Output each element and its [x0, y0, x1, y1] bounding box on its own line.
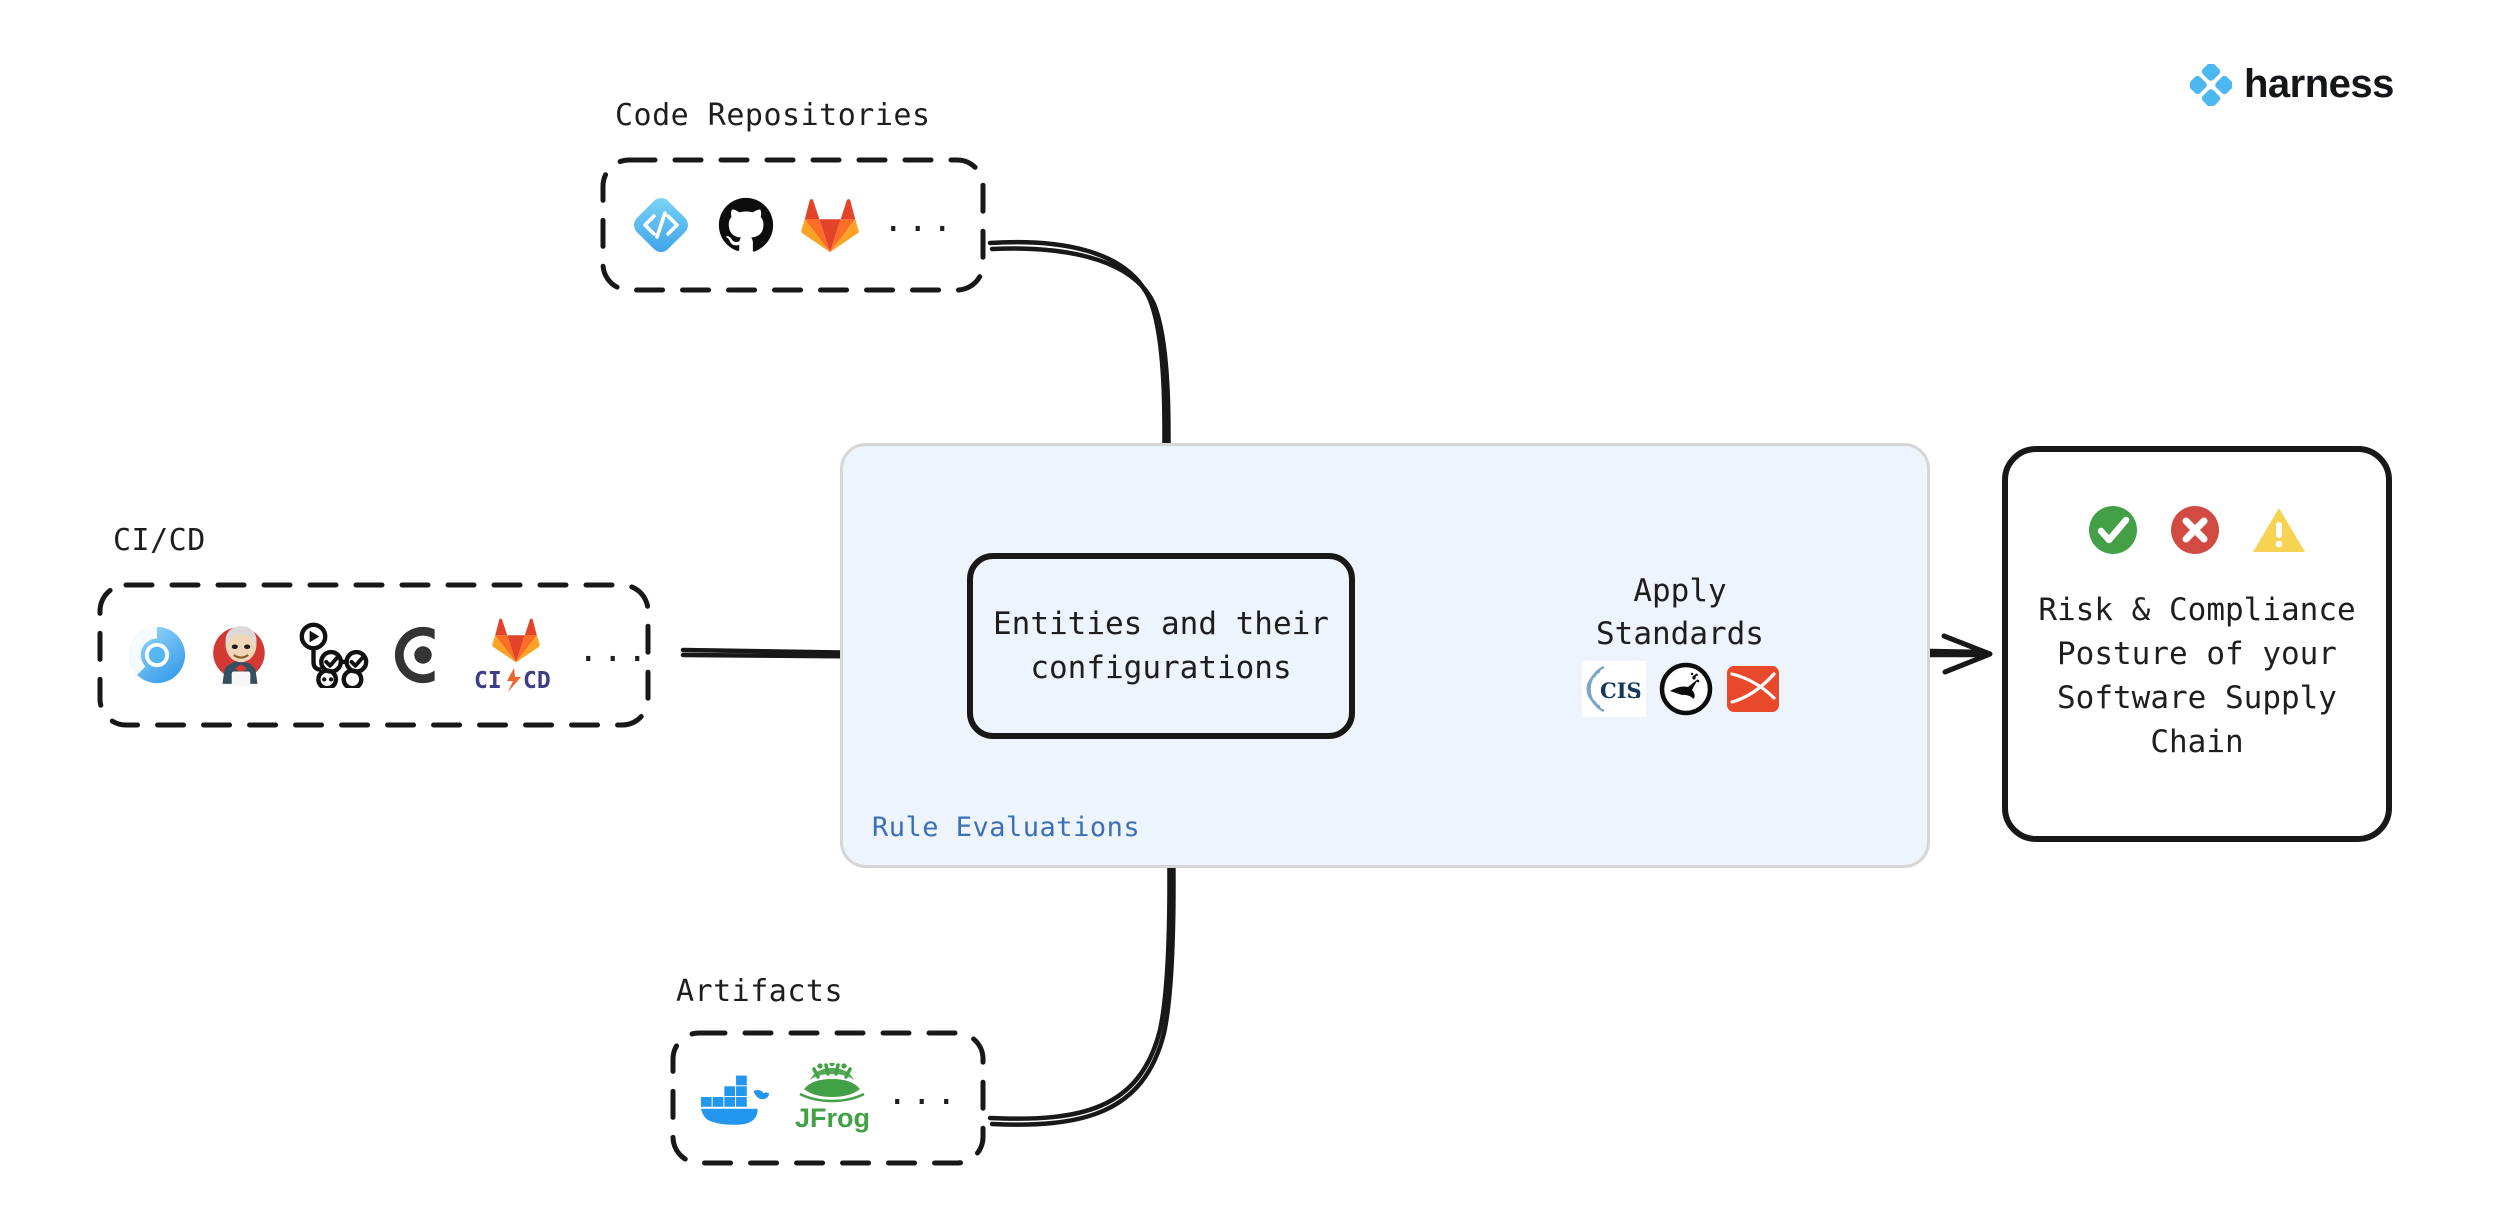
github-icon — [715, 194, 777, 256]
cross-circle-icon — [2167, 502, 2223, 558]
harness-diamond-logo-icon — [2190, 63, 2232, 106]
artifacts-dashed-box — [670, 1030, 986, 1166]
warning-triangle-icon — [2249, 502, 2309, 558]
gitlab-cicd-icon: CI CD — [474, 616, 558, 694]
artifacts-label: Artifacts — [676, 974, 844, 1009]
code-repositories-label: Code Repositories — [615, 98, 931, 133]
circleci-icon — [392, 624, 454, 686]
docker-icon — [699, 1067, 777, 1129]
entities-configurations-box[interactable]: Entities and their configurations — [967, 553, 1355, 739]
artifacts-more: ... — [887, 1073, 961, 1113]
harness-ci-icon — [126, 624, 188, 686]
status-icons-group — [2085, 502, 2309, 558]
artifacts-group[interactable]: JFrog ... — [673, 1033, 983, 1163]
jfrog-icon: JFrog — [793, 1063, 871, 1133]
svg-text:CI: CI — [474, 668, 502, 694]
svg-text:CD: CD — [523, 668, 551, 694]
cicd-more: ... — [578, 630, 652, 670]
risk-compliance-result-box[interactable]: Risk & Compliance Posture of your Softwa… — [2002, 446, 2392, 842]
cicd-dashed-box — [97, 582, 651, 728]
cicd-group[interactable]: CI CD ... — [100, 585, 648, 725]
svg-text:CIS: CIS — [1600, 678, 1642, 703]
entities-label: Entities and their configurations — [993, 605, 1329, 686]
harness-wordmark: harness — [2244, 62, 2394, 106]
slsa-icon — [1726, 662, 1780, 716]
rule-evaluations-label: Rule Evaluations — [872, 812, 1141, 843]
code-repos-more: ... — [883, 200, 957, 240]
code-repositories-group[interactable]: ... — [603, 160, 983, 290]
jenkins-icon — [208, 622, 274, 688]
check-circle-icon — [2085, 502, 2141, 558]
gitlab-icon — [799, 195, 861, 255]
github-actions-icon — [294, 622, 372, 688]
owasp-icon — [1658, 661, 1714, 717]
code-repos-dashed-box — [600, 157, 986, 293]
cis-icon: CIS — [1582, 661, 1646, 717]
cicd-label: CI/CD — [113, 523, 206, 558]
harness-logo: harness — [2190, 62, 2394, 107]
harness-code-icon — [629, 193, 693, 257]
svg-text:JFrog: JFrog — [795, 1103, 870, 1133]
result-label: Risk & Compliance Posture of your Softwa… — [2038, 592, 2356, 761]
standards-icons-group: CIS — [1568, 660, 1794, 718]
